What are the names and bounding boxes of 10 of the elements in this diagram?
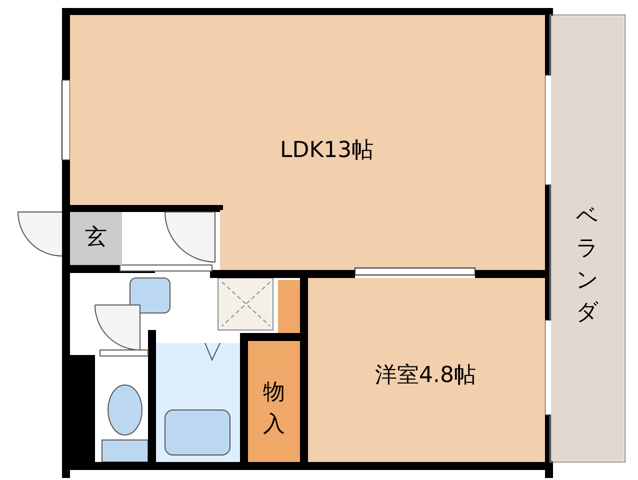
closet [248,341,300,462]
room [308,278,545,462]
room-label: ベランダ [576,203,598,327]
room-label: 洋室4.8帖 [375,365,476,387]
balcony [551,16,624,461]
room [70,15,545,205]
room [70,212,122,265]
room-label: 物入 [263,379,285,439]
room-label: LDK13帖 [280,140,374,162]
room-label: 玄 [85,227,107,249]
